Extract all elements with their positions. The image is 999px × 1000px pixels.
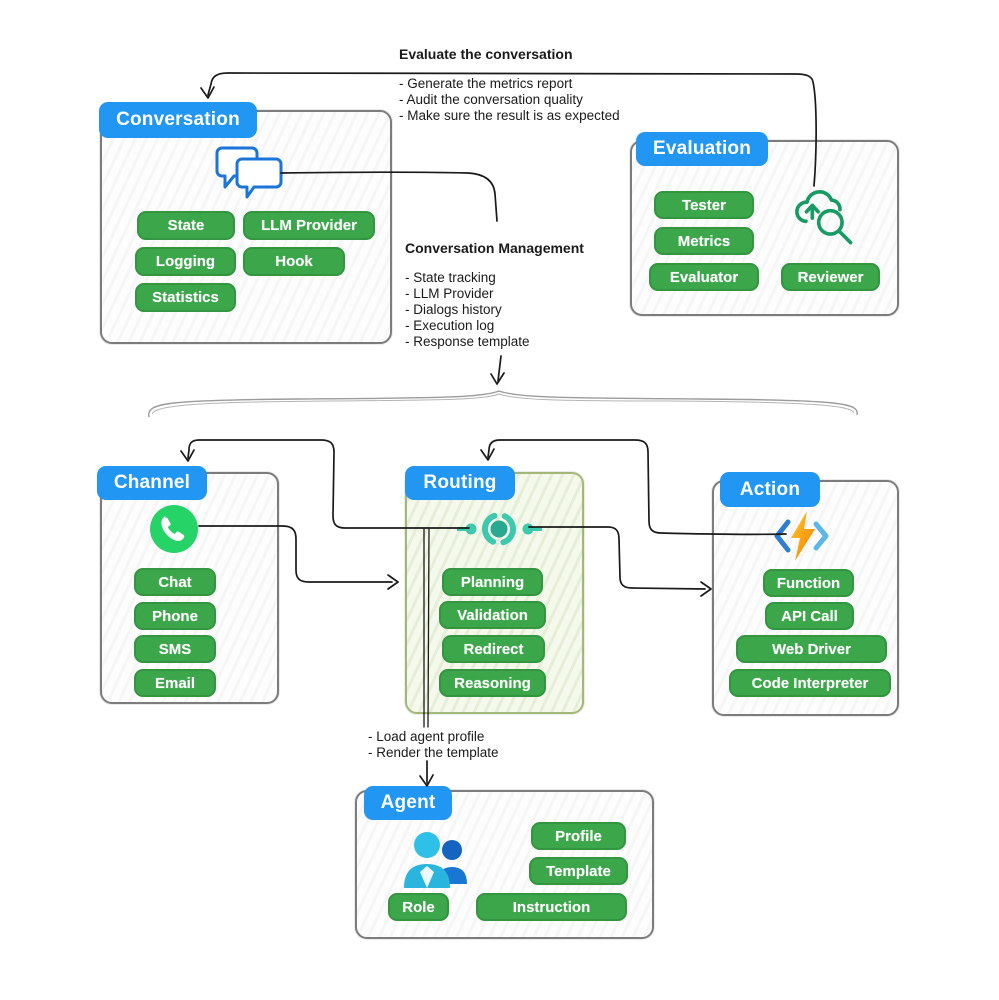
button-evaluator: Evaluator bbox=[649, 263, 759, 291]
router-hub-icon bbox=[457, 506, 542, 557]
cloud-search-icon bbox=[790, 182, 858, 255]
gather-brace bbox=[148, 390, 858, 418]
button-instruction: Instruction bbox=[476, 893, 627, 921]
node-agent: Agent Profile Template Role Instruction bbox=[355, 786, 654, 939]
node-action-label: Action bbox=[720, 472, 820, 507]
annotation-agent-bullet: - Load agent profile bbox=[368, 729, 485, 744]
button-function: Function bbox=[763, 569, 854, 597]
annotation-cm-bullet: - State tracking bbox=[405, 270, 496, 285]
azure-function-icon bbox=[772, 510, 832, 567]
annotation-cm-bullet: - Dialogs history bbox=[405, 302, 502, 317]
button-sms: SMS bbox=[134, 635, 216, 663]
button-reviewer: Reviewer bbox=[781, 263, 880, 291]
button-api-call: API Call bbox=[765, 602, 854, 630]
button-reasoning: Reasoning bbox=[439, 669, 546, 697]
annotation-evaluate-bullet: - Make sure the result is as expected bbox=[399, 108, 620, 123]
node-channel: Channel Chat Phone SMS Email bbox=[97, 466, 279, 704]
button-metrics: Metrics bbox=[654, 227, 754, 255]
button-logging: Logging bbox=[135, 247, 236, 276]
node-channel-label: Channel bbox=[97, 466, 207, 500]
annotation-evaluate: Evaluate the conversation - Generate the… bbox=[399, 46, 629, 124]
arrowhead-agent bbox=[419, 774, 434, 787]
annotation-cm-title: Conversation Management bbox=[405, 240, 584, 256]
node-evaluation-label: Evaluation bbox=[636, 132, 768, 166]
button-validation: Validation bbox=[439, 601, 546, 629]
annotation-agent-bullet: - Render the template bbox=[368, 745, 499, 760]
button-hook: Hook bbox=[243, 247, 345, 276]
button-redirect: Redirect bbox=[442, 635, 545, 663]
users-icon bbox=[400, 828, 475, 899]
button-email: Email bbox=[134, 669, 216, 697]
annotation-cm-bullet: - Execution log bbox=[405, 318, 495, 333]
annotation-agent-notes: - Load agent profile - Render the templa… bbox=[368, 729, 568, 761]
arrowhead-brace bbox=[490, 372, 505, 385]
annotation-evaluate-bullet: - Audit the conversation quality bbox=[399, 92, 583, 107]
annotation-cm-bullet: - Response template bbox=[405, 334, 530, 349]
button-profile: Profile bbox=[531, 822, 626, 850]
button-llm-provider: LLM Provider bbox=[243, 211, 375, 240]
node-conversation-label: Conversation bbox=[99, 102, 257, 138]
node-conversation: Conversation State LLM Provider Logging … bbox=[99, 102, 392, 344]
arrowhead-action-in bbox=[700, 581, 712, 597]
arrowhead-routing-in bbox=[387, 574, 399, 590]
button-statistics: Statistics bbox=[135, 283, 236, 312]
annotation-evaluate-bullet: - Generate the metrics report bbox=[399, 76, 573, 91]
button-planning: Planning bbox=[442, 568, 543, 596]
wire-management-down bbox=[497, 355, 502, 382]
arrowhead-conversation bbox=[200, 86, 215, 99]
button-code-interpreter: Code Interpreter bbox=[729, 669, 891, 697]
arrowhead-channel bbox=[180, 449, 195, 462]
button-phone: Phone bbox=[134, 602, 216, 630]
chat-bubbles-icon bbox=[214, 145, 284, 204]
gather-brace-inner bbox=[151, 393, 855, 415]
annotation-cm-bullet: - LLM Provider bbox=[405, 286, 494, 301]
arrowhead-routing-label bbox=[480, 448, 495, 461]
node-routing-label: Routing bbox=[405, 466, 515, 500]
button-template: Template bbox=[529, 857, 628, 885]
button-chat: Chat bbox=[134, 568, 216, 596]
button-role: Role bbox=[388, 893, 449, 921]
annotation-conversation-management: Conversation Management - State tracking… bbox=[405, 240, 625, 350]
button-web-driver: Web Driver bbox=[736, 635, 887, 663]
button-state: State bbox=[137, 211, 235, 240]
node-routing: Routing Planning Validation Redirect Rea… bbox=[405, 466, 584, 714]
node-evaluation: Evaluation Tester Metrics Evaluator Revi… bbox=[630, 132, 899, 316]
annotation-evaluate-title: Evaluate the conversation bbox=[399, 46, 573, 62]
whatsapp-icon bbox=[147, 502, 201, 561]
node-action: Action Function API Call Web Driver Code… bbox=[712, 472, 899, 716]
node-agent-label: Agent bbox=[364, 786, 452, 820]
button-tester: Tester bbox=[654, 191, 754, 219]
